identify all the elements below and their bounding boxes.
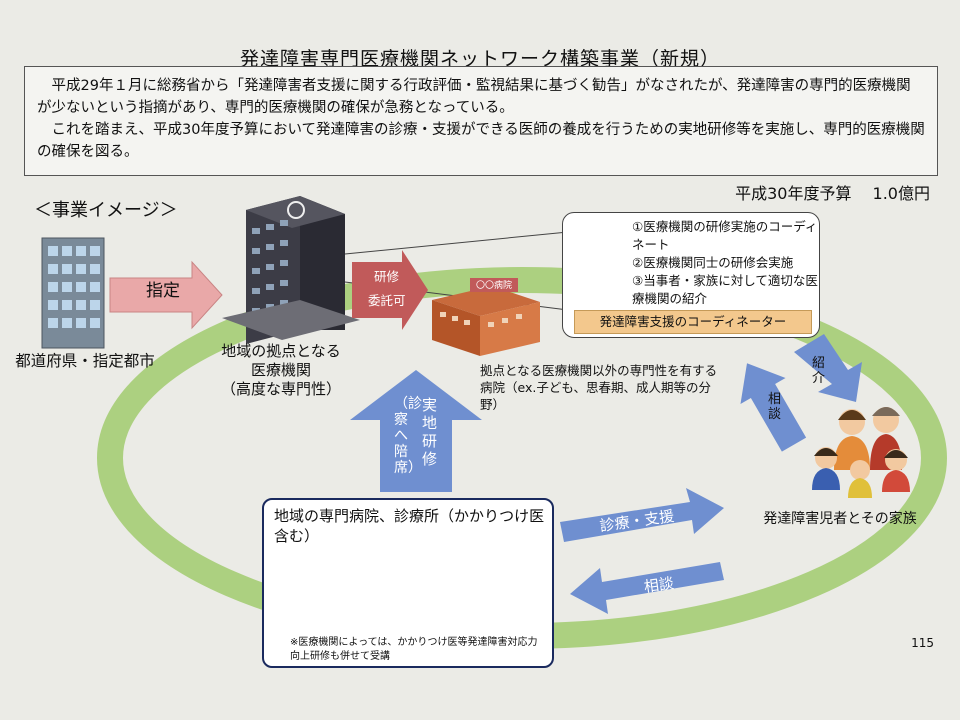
- designation-label: 指定: [146, 281, 180, 301]
- specialty-hospital-icon: [432, 278, 540, 356]
- consult-label-right: 相談: [768, 392, 782, 422]
- connector-line: [344, 231, 569, 255]
- coordinator-bar: 発達障害支援のコーディネーター: [574, 310, 812, 334]
- family-label: 発達障害児者とその家族: [763, 511, 917, 527]
- image-section-label: ＜事業イメージ＞: [34, 200, 178, 221]
- hub-label-line: 医療機関: [250, 361, 311, 379]
- consult-arrow-up: [740, 363, 807, 452]
- hospital-note: 拠点となる医療機関以外の専門性を有する病院（ex.子ども、思春期、成人期等の分野…: [480, 363, 718, 412]
- practical-training-label: 実地研修: [422, 396, 438, 468]
- hospital-sign: 〇〇病院: [475, 281, 512, 291]
- summary-line-1: 平成29年１月に総務省から「発達障害者支援に関する行政評価・監視結果に基づく勧告…: [37, 78, 911, 116]
- practical-training-arrow: [350, 370, 482, 492]
- clinic-note: ※医療機関によっては、かかりつけ医等発達障害対応力向上研修も併せて受講: [290, 637, 538, 662]
- prefecture-label: 都道府県・指定都市: [15, 352, 155, 370]
- hub-label-line: （高度な専門性）: [220, 380, 341, 398]
- introduce-arrow: [794, 334, 862, 402]
- clinic-title: 地域の専門病院、診療所（かかりつけ医含む）: [274, 507, 545, 545]
- consult-arrow-left: [570, 562, 724, 614]
- designation-arrow: [109, 260, 223, 330]
- coordinator-item: ②医療機関同士の研修会実施: [632, 255, 794, 270]
- page-title: 発達障害専門医療機関ネットワーク構築事業（新規）: [239, 48, 720, 70]
- hub-label-line: 地域の拠点となる: [221, 342, 341, 360]
- coordinator-item: ①医療機関の研修実施のコーディネート: [632, 219, 818, 252]
- clinic-box: [262, 498, 554, 668]
- family-icon: [812, 407, 910, 498]
- training-label: 研修: [374, 269, 400, 284]
- summary-line-2: これを踏まえ、平成30年度予算において発達障害の診療・支援ができる医師の養成を行…: [37, 122, 925, 160]
- summary-box: 平成29年１月に総務省から「発達障害者支援に関する行政評価・監視結果に基づく勧告…: [24, 66, 938, 176]
- hub-label: 地域の拠点となる 医療機関 （高度な専門性）: [216, 342, 346, 399]
- prefecture-building-icon: [41, 237, 105, 349]
- budget-label: 平成30年度予算 1.0億円: [735, 184, 930, 203]
- practical-training-sub: （診察へ陪席）: [394, 396, 422, 476]
- hub-hospital-icon: [222, 196, 360, 344]
- advice-label: 委託可: [368, 293, 406, 308]
- training-arrow: [352, 250, 428, 330]
- introduce-label: 紹介: [812, 356, 826, 386]
- page-number: 115: [911, 636, 934, 650]
- coordinator-item: ③当事者・家族に対して適切な医療機関の紹介: [632, 273, 818, 306]
- care-arrow: [560, 488, 724, 542]
- coordinator-list: ①医療機関の研修実施のコーディネート ②医療機関同士の研修会実施 ③当事者・家族…: [632, 218, 818, 308]
